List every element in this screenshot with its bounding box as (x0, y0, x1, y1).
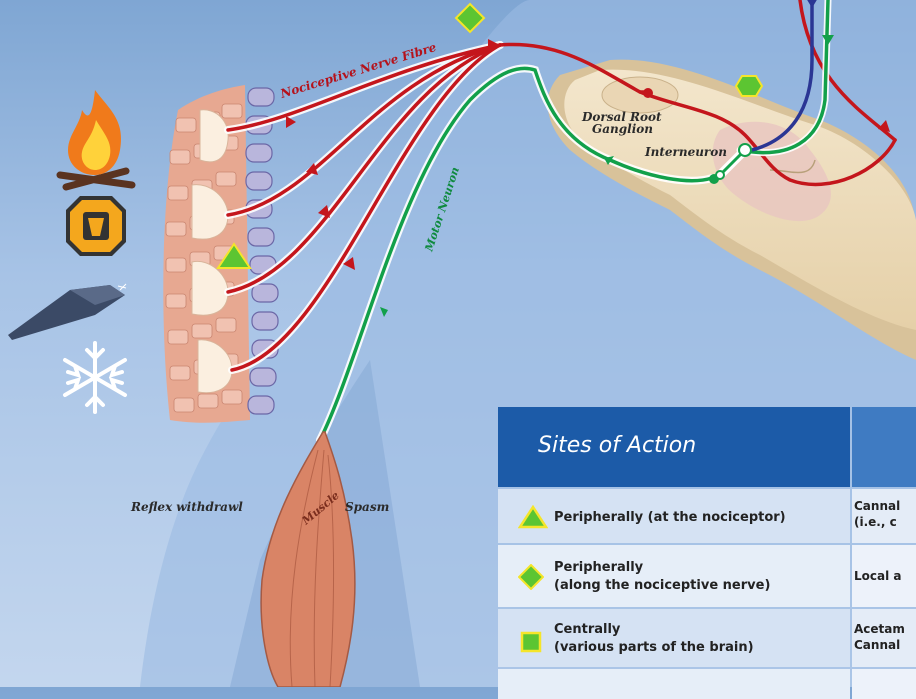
knife-icon (8, 284, 126, 340)
drug-line: Cannal (854, 498, 900, 514)
drug-line: (i.e., c (854, 514, 897, 530)
reflex-withdrawal-label: Reflex withdrawl (131, 501, 243, 514)
marker-hexagon-icon (736, 76, 762, 96)
table-row: Cannal (i.e., c Peripherally (at the noc… (498, 489, 916, 543)
spasm-label: Spasm (345, 501, 389, 514)
table-row: Local a Peripherally (along the nocicept… (498, 545, 916, 607)
drug-line: Cannal (854, 637, 900, 653)
ganglion-label: Ganglion (592, 123, 653, 136)
site-label: Peripherally (554, 559, 643, 576)
site-label: Centrally (554, 621, 620, 638)
interneuron-label: Interneuron (645, 146, 727, 159)
table-header: Sites of Action (498, 407, 850, 487)
fire-icon (60, 90, 132, 187)
dorsal-root-ganglion (602, 77, 678, 113)
site-label-detail: (along the nociceptive nerve) (554, 577, 770, 594)
chemical-hazard-icon (66, 196, 126, 256)
sites-of-action-table: Sites of Action Cannal (i.e., c Peripher… (498, 407, 916, 697)
snowflake-icon (65, 343, 125, 412)
marker-diamond-icon (456, 4, 484, 32)
site-label-detail: (various parts of the brain) (554, 639, 754, 656)
table-row: Acetam Cannal Centrally (various parts o… (498, 609, 916, 667)
ganglion-cell-body (643, 88, 653, 98)
drug-line: Acetam (854, 621, 905, 637)
green-triangle-icon (518, 505, 548, 529)
table-row (498, 669, 916, 699)
drug-line: Local a (854, 568, 902, 584)
green-diamond-icon (518, 564, 544, 590)
green-square-icon (520, 631, 542, 653)
site-label: Peripherally (at the nociceptor) (554, 509, 786, 526)
table-title: Sites of Action (538, 433, 696, 458)
table-header-second-column (852, 407, 916, 487)
